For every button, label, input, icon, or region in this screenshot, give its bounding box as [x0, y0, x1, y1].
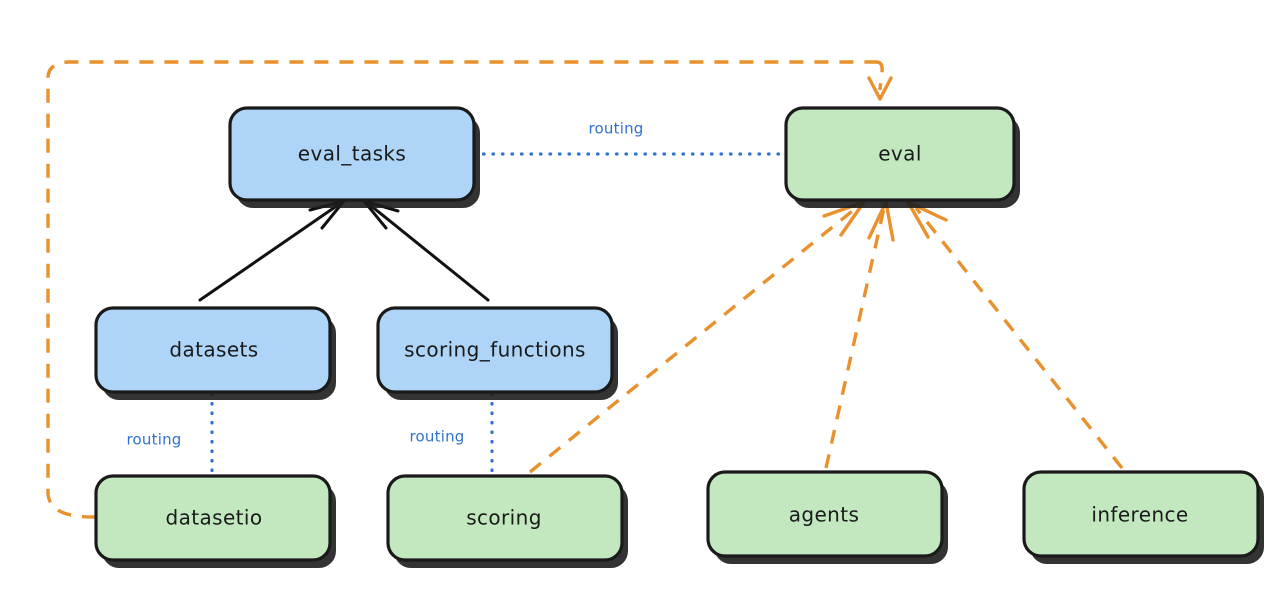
node-scoring[interactable]: scoring: [386, 474, 628, 568]
edge-datasetio-to-eval: [46, 60, 893, 519]
node-scoring-box[interactable]: [386, 474, 624, 562]
node-inference[interactable]: inference: [1022, 470, 1264, 564]
edge-datasets-to-eval-tasks: [198, 199, 346, 302]
node-eval-tasks-label: eval_tasks: [298, 142, 406, 166]
node-inference-label: inference: [1091, 503, 1188, 527]
node-datasetio-box[interactable]: [94, 474, 332, 562]
edge-datasetio-eval-curve: [875, 60, 884, 91]
node-eval-label: eval: [878, 142, 922, 166]
edge-label-layer: routing routing routing: [127, 120, 644, 449]
node-agents[interactable]: agents: [706, 470, 948, 564]
node-eval-tasks-box[interactable]: [228, 106, 476, 202]
edge-datasets-eval-tasks-path: [198, 203, 340, 302]
edge-inference-eval-path: [914, 206, 1124, 470]
node-layer: eval_tasks eval datasets scoring_functio…: [94, 106, 1264, 568]
edge-scoring-eval-path: [528, 206, 858, 474]
node-inference-box[interactable]: [1022, 470, 1260, 558]
node-eval-tasks[interactable]: eval_tasks: [228, 106, 480, 208]
edge-label-routing-datasets-datasetio: routing: [127, 431, 182, 449]
node-eval[interactable]: eval: [784, 106, 1020, 208]
node-datasets[interactable]: datasets: [94, 306, 336, 400]
edge-scoring-functions-eval-tasks-path: [368, 203, 490, 302]
node-agents-label: agents: [789, 503, 860, 527]
node-agents-box[interactable]: [706, 470, 944, 558]
node-datasets-label: datasets: [169, 338, 258, 362]
node-datasetio[interactable]: datasetio: [94, 474, 336, 568]
edge-label-routing-eval-tasks-eval: routing: [589, 120, 644, 138]
node-datasets-box[interactable]: [94, 306, 332, 394]
node-scoring-label: scoring: [466, 506, 542, 530]
edge-agents-to-eval: [824, 200, 895, 469]
node-eval-box[interactable]: [784, 106, 1016, 202]
edge-agents-eval-path: [824, 207, 886, 469]
node-scoring-functions[interactable]: scoring_functions: [376, 306, 618, 400]
node-scoring-functions-label: scoring_functions: [404, 338, 586, 362]
node-datasetio-label: datasetio: [165, 506, 262, 530]
arrowhead-datasetio-eval: [867, 76, 893, 101]
node-scoring-functions-box[interactable]: [376, 306, 614, 394]
edge-label-routing-scoring-functions-scoring: routing: [410, 428, 465, 446]
edge-inference-to-eval: [906, 200, 1124, 470]
edge-scoring-functions-to-eval-tasks: [362, 199, 490, 302]
